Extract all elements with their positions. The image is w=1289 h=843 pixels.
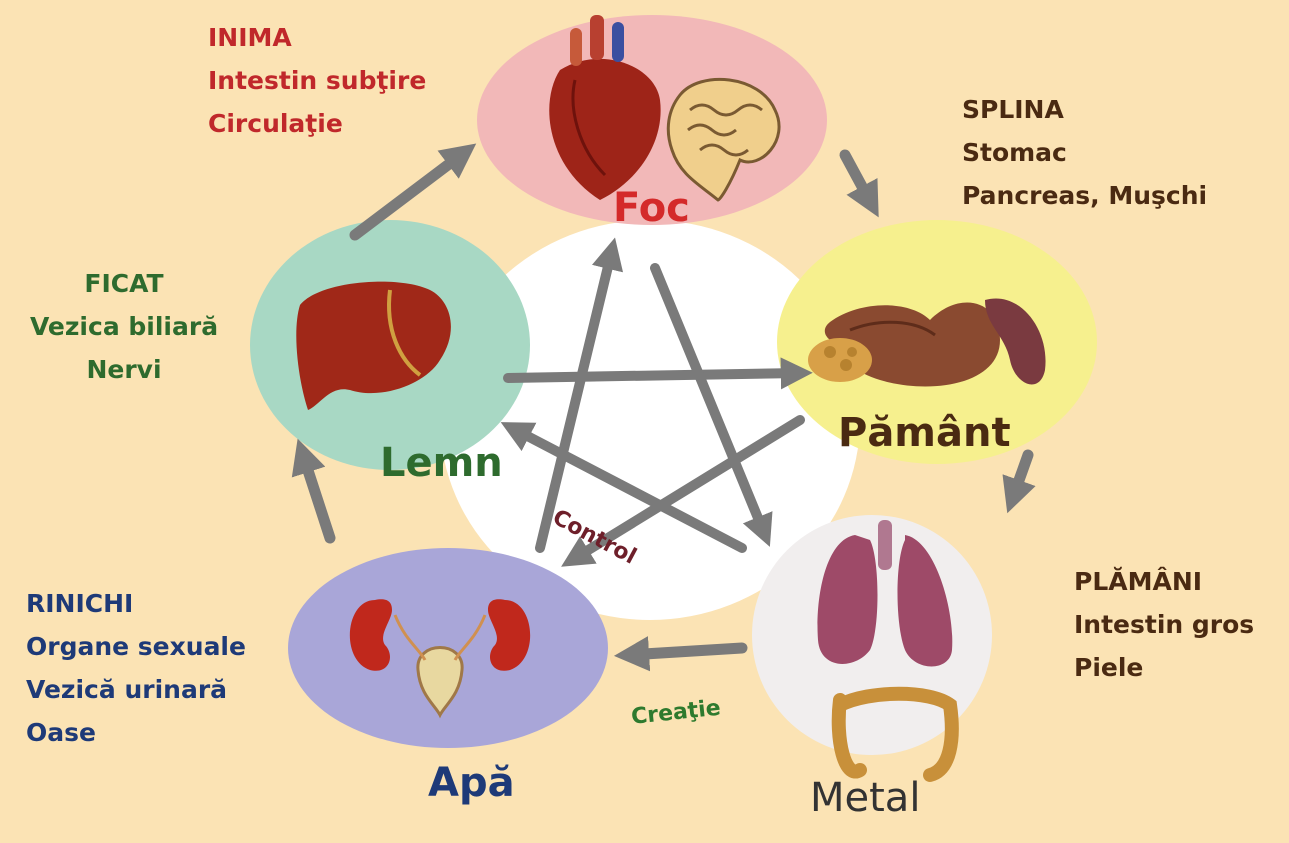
wood-element-label: Lemn [380, 440, 503, 486]
metal-organ-1: Intestin gros [1074, 603, 1254, 646]
metal-organ-0: PLĂMÂNI [1074, 560, 1254, 603]
water-organ-2: Vezică urinară [26, 668, 246, 711]
metal-organ-2: Piele [1074, 646, 1254, 689]
fire-organ-0: INIMA [208, 16, 426, 59]
fire-organ-list: INIMA Intestin subţire Circulaţie [208, 16, 426, 145]
earth-organ-2: Pancreas, Muşchi [962, 174, 1207, 217]
water-organ-0: RINICHI [26, 582, 246, 625]
metal-organ-list: PLĂMÂNI Intestin gros Piele [1074, 560, 1254, 689]
wood-organ-0: FICAT [8, 262, 240, 305]
water-organ-3: Oase [26, 711, 246, 754]
earth-organ-list: SPLINA Stomac Pancreas, Muşchi [962, 88, 1207, 217]
control-arrow-wood-earth [508, 373, 800, 378]
water-organ-list: RINICHI Organe sexuale Vezică urinară Oa… [26, 582, 246, 754]
earth-organ-1: Stomac [962, 131, 1207, 174]
fire-organ-1: Intestin subţire [208, 59, 426, 102]
wood-organ-list: FICAT Vezica biliară Nervi [8, 262, 240, 391]
creation-arrow-water-wood [302, 452, 330, 538]
wood-organ-1: Vezica biliară [8, 305, 240, 348]
creation-arrow-fire-earth [845, 155, 872, 205]
earth-organ-0: SPLINA [962, 88, 1207, 131]
water-organ-1: Organe sexuale [26, 625, 246, 668]
fire-element-label: Foc [613, 185, 690, 231]
pancreas-icon [808, 338, 872, 382]
earth-element-label: Pământ [838, 410, 1011, 456]
creation-arrow-metal-water [628, 648, 742, 655]
creation-arrow-earth-metal [1012, 455, 1028, 500]
water-element-label: Apă [428, 760, 515, 806]
fire-organ-2: Circulaţie [208, 102, 426, 145]
wood-organ-2: Nervi [8, 348, 240, 391]
metal-element-label: Metal [810, 775, 920, 821]
